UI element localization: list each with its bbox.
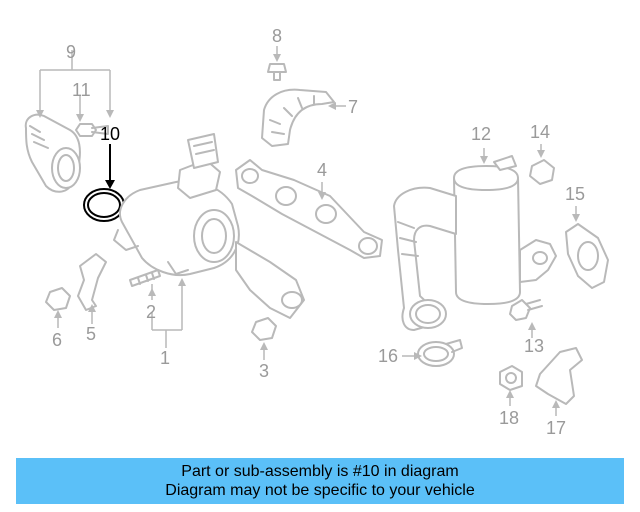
nut-3-part <box>251 317 277 341</box>
turbocharger-part <box>113 133 305 319</box>
catalytic-converter-part <box>393 155 557 331</box>
clamp-16-part <box>417 339 463 367</box>
bolt-13-part <box>509 299 543 321</box>
bolt-11-part <box>75 123 109 137</box>
callout-1: 1 <box>160 348 170 368</box>
callout-13: 13 <box>524 336 544 356</box>
stud-part <box>129 269 161 287</box>
info-banner: Part or sub-assembly is #10 in diagram D… <box>16 458 624 504</box>
nut-14-part <box>529 159 555 185</box>
manifold-gasket-part <box>235 159 383 259</box>
o-ring-part <box>83 188 125 222</box>
callout-8: 8 <box>272 26 282 46</box>
banner-line-disclaimer: Diagram may not be specific to your vehi… <box>165 482 475 499</box>
callout-12: 12 <box>471 124 491 144</box>
callout-9: 9 <box>66 42 76 62</box>
callout-2: 2 <box>146 302 156 322</box>
callout-3: 3 <box>259 361 269 381</box>
callout-18: 18 <box>499 408 519 428</box>
gasket-15-part <box>565 223 609 289</box>
callout-17: 17 <box>546 418 566 438</box>
bracket-17-part <box>535 347 583 405</box>
bushing-18-part <box>499 365 523 391</box>
callout-16: 16 <box>378 346 398 366</box>
intake-pipe-part <box>24 113 81 193</box>
banner-line-part-number: Part or sub-assembly is #10 in diagram <box>181 463 459 480</box>
callout-14: 14 <box>530 122 550 142</box>
bolt-8-part <box>267 63 287 81</box>
callout-15: 15 <box>565 184 585 204</box>
nut-6-part <box>45 287 71 311</box>
callout-7: 7 <box>348 97 358 117</box>
callout-5: 5 <box>86 324 96 344</box>
heat-shield-part <box>261 88 335 147</box>
callout-11: 11 <box>72 80 91 100</box>
callout-6: 6 <box>52 330 62 350</box>
callout-4: 4 <box>317 160 327 180</box>
callout-10: 10 <box>100 124 120 144</box>
bracket-5-part <box>77 253 107 311</box>
parts-diagram: 9 11 10 1 2 3 4 <box>24 26 609 438</box>
